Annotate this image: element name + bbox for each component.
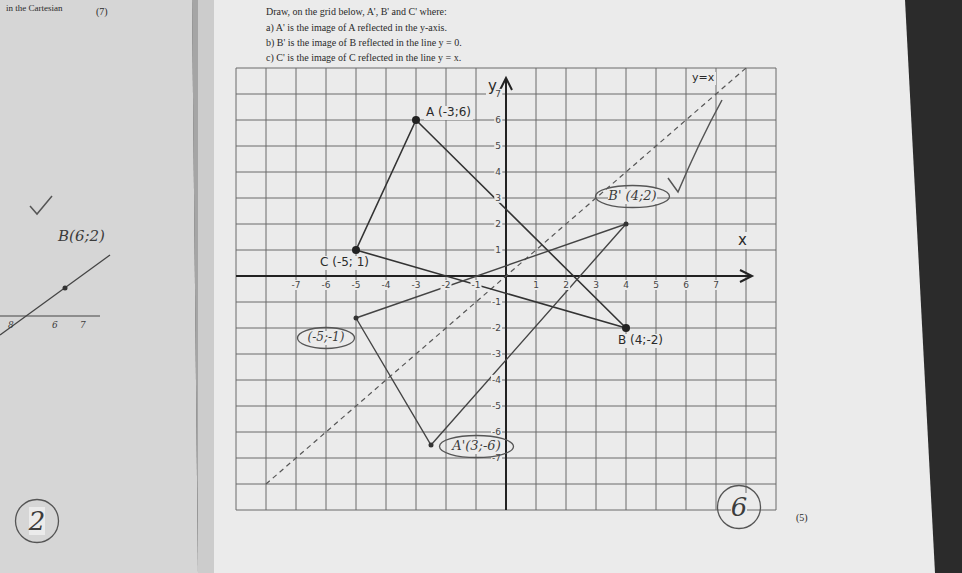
handwritten-note: 7 — [80, 320, 86, 330]
tick-number: -6 — [321, 280, 332, 290]
tick-number: -5 — [491, 401, 502, 411]
triangle-abc — [356, 120, 626, 328]
left-page — [0, 0, 198, 573]
check-mark — [668, 100, 722, 192]
left-page-point — [63, 286, 68, 291]
point-a-image — [429, 443, 434, 448]
page-spine-shadow — [192, 0, 214, 573]
tick-number: 6 — [682, 280, 690, 290]
tick-number: -2 — [491, 323, 502, 333]
tick-number: 2 — [494, 219, 502, 229]
axes — [236, 80, 750, 510]
axis-name: x — [736, 232, 749, 249]
grid-lines — [236, 68, 776, 510]
handwritten-note: B(6;2) — [58, 228, 105, 245]
mark-count: (5) — [796, 512, 808, 524]
circled-note: 6 — [716, 484, 762, 530]
tick-number: -5 — [351, 280, 362, 290]
tick-number: -1 — [471, 280, 482, 290]
tick-number: -3 — [411, 280, 422, 290]
instruction: b) B' is the image of B reflected in the… — [266, 37, 462, 49]
handwritten-text: (-5;-1) — [308, 331, 345, 344]
line-name: y=x — [690, 72, 716, 85]
instruction: c) C' is the image of C reflected in the… — [266, 52, 461, 64]
point-a — [412, 116, 420, 124]
tick-number: 4 — [494, 167, 502, 177]
tick-number: -4 — [381, 280, 392, 290]
student-triangle — [356, 224, 626, 445]
point-label: C (-5; 1) — [318, 256, 371, 270]
tick-number: 3 — [494, 193, 502, 203]
page-text: in the Cartesian — [6, 3, 62, 13]
instruction: Draw, on the grid below, A', B' and C' w… — [266, 6, 447, 18]
tick-number: 4 — [622, 280, 630, 290]
point-label: B (4;-2) — [616, 334, 665, 348]
line-y-equals-x — [266, 68, 746, 484]
circled-note: A'(3;-6) — [438, 434, 515, 459]
hand-drawn-ellipse — [440, 436, 514, 458]
instruction: a) A' is the image of A reflected in the… — [266, 22, 447, 34]
tick-number: -7 — [291, 280, 302, 290]
tick-number: -1 — [491, 297, 502, 307]
tick-number: 6 — [494, 115, 502, 125]
right-page — [198, 0, 935, 573]
handwritten-text: 6 — [731, 493, 748, 522]
mark-count: (7) — [96, 6, 108, 18]
tick-number: 3 — [592, 280, 600, 290]
tick-number: 7 — [712, 280, 720, 290]
x-axis-arrow — [740, 270, 752, 282]
handwritten-text: 2 — [29, 507, 46, 536]
hand-drawn-ellipse — [718, 486, 761, 529]
tick-number: 5 — [652, 280, 660, 290]
handwritten-note: 6 — [52, 320, 58, 330]
handwritten-text: B' (4;2) — [608, 189, 656, 203]
hand-drawn-ellipse — [298, 328, 355, 349]
circled-note: B' (4;2) — [594, 184, 671, 209]
circled-note: 2 — [14, 498, 60, 544]
handwritten-note: 8 — [8, 320, 14, 330]
point-c-image — [354, 316, 359, 321]
point-label: A (-3;6) — [424, 106, 473, 120]
left-page-axis — [0, 315, 100, 316]
tick-number: 1 — [532, 280, 540, 290]
hand-drawn-ellipse — [596, 186, 670, 208]
point-b — [622, 324, 630, 332]
handwritten-text: A'(3;-6) — [452, 439, 500, 453]
check-mark — [30, 196, 52, 214]
left-page-line — [0, 255, 110, 335]
tick-number: 5 — [494, 141, 502, 151]
tick-number: -2 — [441, 280, 452, 290]
tick-number: -3 — [491, 349, 502, 359]
hand-drawn-ellipse — [16, 500, 59, 543]
point-c — [352, 246, 360, 254]
tick-number: 7 — [494, 89, 502, 99]
tick-number: 1 — [494, 245, 502, 255]
tick-number: 2 — [562, 280, 570, 290]
tick-number: -6 — [491, 427, 502, 437]
point-b-image — [624, 222, 629, 227]
circled-note: (-5;-1) — [296, 326, 356, 350]
tick-number: -4 — [491, 375, 502, 385]
